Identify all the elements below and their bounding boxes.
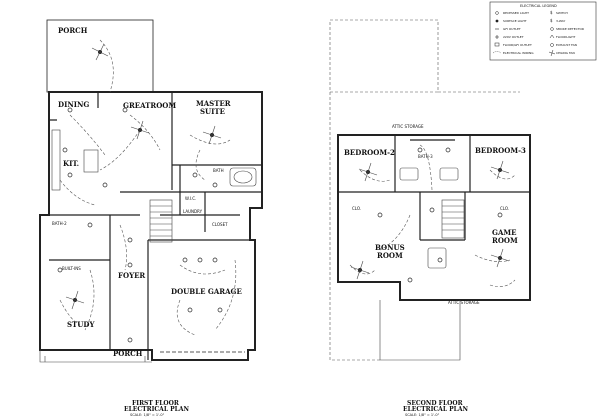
- legend-item-flood: FLOODLIGHT: [556, 35, 575, 39]
- legend-item-220v: 220V OUTLET: [503, 35, 524, 39]
- legend-item-wiring: ELECTRICAL WIRING: [503, 51, 534, 55]
- first-floor-stairs: [149, 199, 173, 243]
- surface-light-icon: [495, 19, 499, 23]
- ceiling-fan-icon: [548, 49, 556, 57]
- second-floor-exterior-walls: [337, 134, 531, 301]
- legend-item-3way: 3-WAY: [556, 19, 565, 23]
- ceiling-fan-icon: [358, 162, 378, 182]
- legend-item-gfi: GFI OUTLET: [503, 27, 521, 31]
- room-label-master: MASTER: [196, 99, 231, 108]
- room-label-game-room: ROOM: [492, 236, 518, 245]
- room-label-bedroom3: BEDROOM-3: [475, 146, 526, 155]
- room-label-attic-storage: ATTIC STORAGE: [392, 124, 424, 129]
- first-floor-plan: PORCH DINING GREATROOM MASTER SUITE KIT.…: [39, 19, 263, 417]
- first-floor-subtitle: ELECTRICAL PLAN: [124, 406, 190, 413]
- ceiling-fan-icon: [490, 160, 510, 180]
- legend-item-exhaust: EXHAUST FAN: [556, 43, 577, 47]
- floor-outlet-icon: [494, 42, 500, 47]
- electrical-legend: ELECTRICAL LEGEND RECESSED LIGHT SURFACE…: [489, 1, 597, 61]
- room-label-porch-bottom: PORCH: [113, 349, 143, 358]
- ceiling-fan-icon: [350, 260, 370, 280]
- room-label-bath3: BATH-3: [418, 154, 433, 159]
- first-floor-exterior-walls: [39, 91, 263, 361]
- room-label-foyer: FOYER: [118, 271, 145, 280]
- room-label-double-garage: DOUBLE GARAGE: [171, 287, 242, 296]
- legend-item-ceiling-fan: CEILING FAN: [556, 51, 575, 55]
- recessed-light-icon: [495, 11, 499, 15]
- master-tub: [229, 167, 257, 187]
- room-label-game: GAME: [492, 228, 517, 237]
- first-floor-title: FIRST FLOOR: [132, 400, 180, 407]
- second-floor-plan: ATTIC STORAGE BEDROOM-2 BEDROOM-3 BATH-3…: [329, 19, 531, 417]
- room-label-study: STUDY: [67, 320, 95, 329]
- exhaust-fan-icon: [550, 43, 554, 47]
- room-label-clo-left: CLO.: [352, 206, 361, 211]
- legend-item-recessed: RECESSED LIGHT: [503, 11, 529, 15]
- room-label-bath2: BATH-2: [52, 221, 67, 226]
- outlet-220v-icon: [495, 35, 499, 39]
- second-floor-stairs: [441, 199, 465, 239]
- wiring-icon: [492, 51, 502, 54]
- second-floor-title: SECOND FLOOR: [407, 400, 464, 407]
- room-label-laundry: LAUNDRY: [183, 209, 203, 214]
- switch-icon: $: [550, 10, 553, 15]
- ceiling-fan-icon: [65, 290, 85, 310]
- smoke-detector-icon: [550, 27, 554, 31]
- legend-title: ELECTRICAL LEGEND: [520, 4, 557, 8]
- ceiling-fan-icon: [202, 125, 222, 145]
- legend-item-switch: SWITCH: [556, 11, 568, 15]
- room-label-dining: DINING: [58, 100, 89, 109]
- floodlight-icon: [549, 34, 555, 39]
- room-label-built-ins: BUILT-INS: [62, 266, 81, 271]
- ceiling-fan-icon: [91, 43, 109, 61]
- room-label-bedroom2: BEDROOM-2: [344, 148, 395, 157]
- first-floor-scale: SCALE: 1/8" = 1'-0": [130, 413, 165, 417]
- room-label-porch-top: PORCH: [58, 26, 88, 35]
- legend-item-smoke: SMOKE DETECTOR: [556, 27, 584, 31]
- room-label-suite: SUITE: [200, 107, 225, 116]
- room-label-kit: KIT.: [63, 159, 79, 168]
- ceiling-fan-icon: [490, 248, 510, 268]
- legend-item-floor: FLOOR/GFI OUTLET: [503, 43, 532, 47]
- room-label-greatroom: GREATROOM: [123, 101, 176, 110]
- room-label-closet: CLOSET: [212, 222, 228, 227]
- three-way-switch-icon: $: [550, 18, 553, 23]
- second-floor-scale: SCALE: 1/8" = 1'-0": [405, 413, 440, 417]
- recessed-light-icons: [377, 147, 503, 283]
- room-label-wic: W.I.C.: [185, 196, 196, 201]
- room-label-bath: BATH: [213, 168, 224, 173]
- recessed-light-icons: [57, 107, 223, 343]
- room-label-bonus: BONUS: [375, 243, 405, 252]
- room-label-attic-storage-2: ATTIC STORAGE: [448, 300, 480, 305]
- ceiling-fan-icon: [130, 120, 150, 140]
- legend-item-surface: SURFACE LIGHT: [503, 19, 527, 23]
- kitchen-island: [83, 149, 99, 173]
- second-floor-subtitle: ELECTRICAL PLAN: [403, 406, 469, 413]
- room-label-clo-right: CLO.: [500, 206, 509, 211]
- room-label-bonus-room: ROOM: [377, 251, 403, 260]
